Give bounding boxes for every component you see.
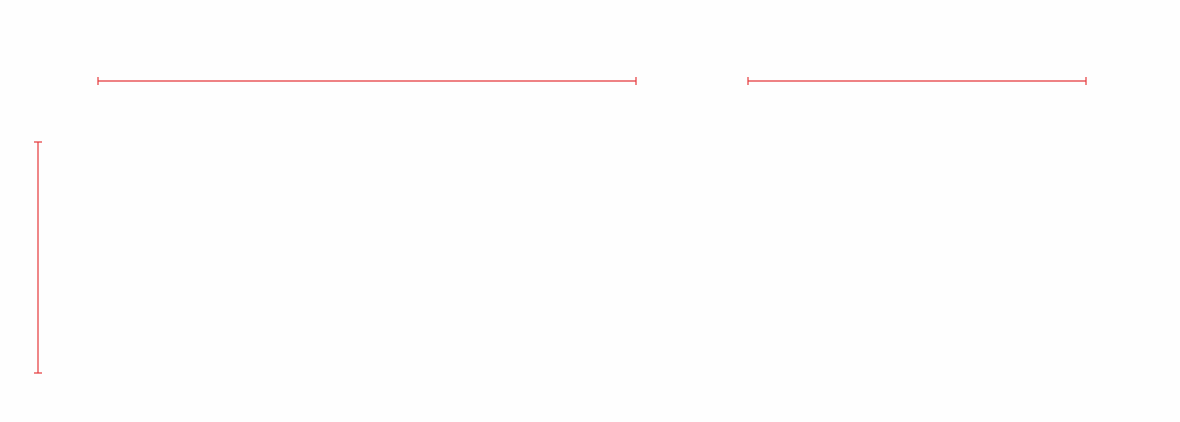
vertical-marker-left bbox=[34, 141, 42, 374]
horizontal-marker-right bbox=[747, 77, 1087, 85]
horizontal-marker-left bbox=[97, 77, 637, 85]
